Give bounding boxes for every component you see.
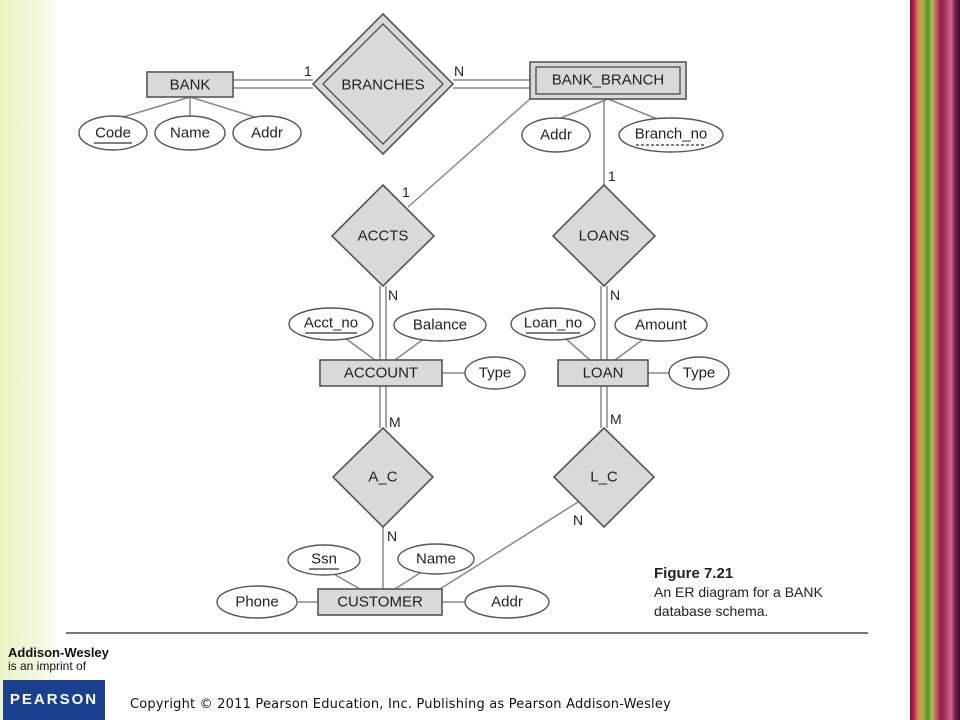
entity-account-label: ACCOUNT <box>344 365 418 382</box>
attribute-loan-no: Loan_no <box>510 307 596 341</box>
entity-loan-label: LOAN <box>583 365 624 382</box>
cardinality-loans-branch: 1 <box>608 168 616 184</box>
entity-bank: BANK <box>146 71 234 98</box>
attribute-account-type-label: Type <box>479 365 512 382</box>
cardinality-branches-branch: N <box>454 63 464 79</box>
relationship-a-c: A_C <box>331 426 435 529</box>
attribute-acct-no: Acct_no <box>288 307 374 341</box>
caption-line-1: An ER diagram for a BANK <box>654 584 824 600</box>
relationship-accts-label: ACCTS <box>358 228 409 245</box>
relationship-l-c-label: L_C <box>590 469 618 486</box>
entity-bank-branch-label: BANK_BRANCH <box>552 72 665 89</box>
cardinality-l-c-customer: N <box>573 512 583 528</box>
cardinality-loans-loan: N <box>610 287 620 303</box>
relationship-accts: ACCTS <box>330 183 436 288</box>
relationship-branches-label: BRANCHES <box>341 77 424 94</box>
entity-customer-label: CUSTOMER <box>337 594 423 611</box>
attribute-loan-type-label: Type <box>683 365 716 382</box>
cardinality-accts-branch: 1 <box>402 184 410 200</box>
connector-lines <box>112 79 670 603</box>
pearson-logo: PEARSON <box>3 680 105 720</box>
cardinality-accts-account: N <box>388 287 398 303</box>
attribute-bank-name-label: Name <box>170 125 210 142</box>
attribute-bank-addr-label: Addr <box>251 125 283 142</box>
cardinality-branches-bank: 1 <box>304 63 312 79</box>
copyright-text: Copyright © 2011 Pearson Education, Inc.… <box>130 697 671 712</box>
attribute-customer-addr-label: Addr <box>491 594 523 611</box>
entity-loan: LOAN <box>557 359 649 387</box>
publisher-imprint-text: is an imprint of <box>8 659 87 673</box>
publisher-name: Addison-Wesley <box>8 645 109 660</box>
entity-bank-label: BANK <box>170 77 211 94</box>
attribute-loan-type: Type <box>668 356 730 390</box>
cardinality-l-c-loan: M <box>610 411 622 427</box>
attribute-branch-addr-label: Addr <box>540 127 572 144</box>
attribute-ssn-label: Ssn <box>311 551 337 568</box>
attribute-bank-name: Name <box>154 115 226 151</box>
cardinality-a-c-customer: N <box>387 528 397 544</box>
figure-caption: Figure 7.21 An ER diagram for a BANK dat… <box>654 565 824 619</box>
attribute-amount-label: Amount <box>635 317 688 334</box>
relationship-loans: LOANS <box>551 183 657 288</box>
attribute-bank-addr: Addr <box>232 115 302 151</box>
caption-figure-number: Figure 7.21 <box>654 565 733 582</box>
attribute-phone-label: Phone <box>235 594 278 611</box>
relationship-loans-label: LOANS <box>579 228 630 245</box>
attribute-loan-no-label: Loan_no <box>524 315 582 332</box>
attribute-amount: Amount <box>614 308 708 342</box>
cardinality-a-c-account: M <box>389 414 401 430</box>
attribute-balance: Balance <box>393 308 487 342</box>
attribute-account-type: Type <box>464 356 526 390</box>
entity-customer: CUSTOMER <box>317 588 443 616</box>
attribute-phone: Phone <box>216 585 298 619</box>
attribute-bank-code-label: Code <box>95 125 131 142</box>
attribute-customer-addr: Addr <box>464 585 550 619</box>
attribute-branch-no: Branch_no <box>618 117 724 153</box>
attribute-customer-name-label: Name <box>416 551 456 568</box>
entity-account: ACCOUNT <box>319 359 443 387</box>
attribute-branch-addr: Addr <box>521 117 591 153</box>
caption-line-2: database schema. <box>654 603 768 619</box>
attribute-acct-no-label: Acct_no <box>304 315 358 332</box>
attribute-branch-no-label: Branch_no <box>635 126 708 143</box>
attribute-customer-name: Name <box>397 543 475 575</box>
attribute-ssn: Ssn <box>287 544 361 576</box>
attribute-balance-label: Balance <box>413 317 467 334</box>
entity-bank-branch: BANK_BRANCH <box>529 61 687 100</box>
relationship-branches: BRANCHES <box>311 12 455 156</box>
attribute-bank-code: Code <box>78 115 148 151</box>
decorative-stripe <box>910 0 960 720</box>
relationship-a-c-label: A_C <box>368 469 397 486</box>
relationship-l-c: L_C <box>552 426 656 529</box>
